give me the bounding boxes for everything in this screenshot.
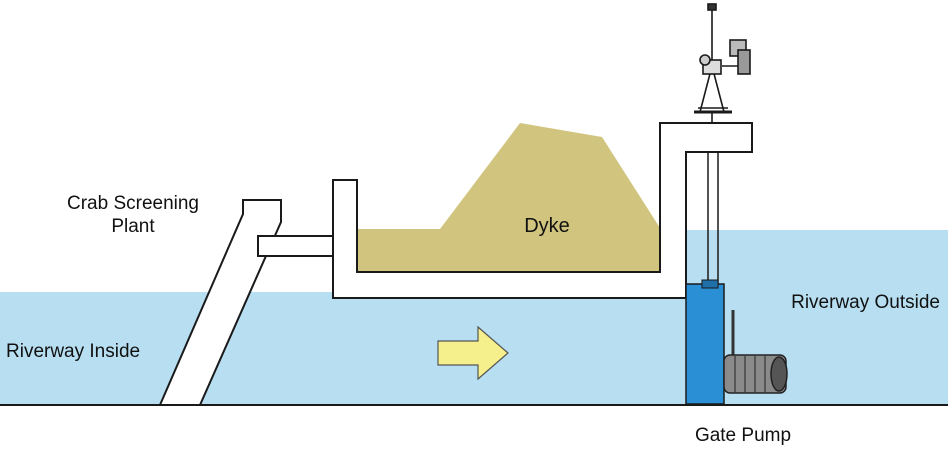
hoist-icon (694, 3, 751, 123)
crab-screening-label-line2: Plant (111, 216, 155, 237)
gate-pump-label: Gate Pump (695, 425, 791, 446)
concrete-channel (332, 122, 753, 299)
dyke-label: Dyke (524, 215, 570, 237)
riverway-outside-label: Riverway Outside (791, 292, 940, 313)
riverway-inside-label: Riverway Inside (6, 341, 140, 362)
crab-screening-label-line1: Crab Screening (67, 193, 199, 214)
dyke-body (357, 123, 660, 272)
walkway-deck (257, 235, 339, 257)
pump-icon (685, 283, 725, 405)
pump-motor (723, 310, 788, 394)
crab-screening-plant (158, 199, 282, 406)
arrow-right-icon (437, 325, 509, 381)
pump-top-cap (701, 279, 719, 289)
